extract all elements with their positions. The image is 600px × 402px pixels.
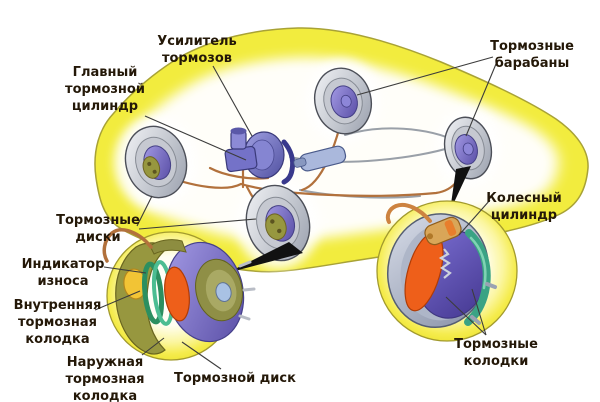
pointer-wear-indicator	[103, 266, 147, 274]
label-line: тормозная	[65, 372, 145, 387]
label-line: Колесный	[486, 191, 562, 206]
pointer-outer-pad	[141, 337, 165, 356]
center-cap	[215, 282, 232, 303]
pointer-brake-disc	[181, 341, 222, 370]
wheel-studs	[238, 260, 256, 321]
label-wear-indicator: Индикатор износа	[3, 256, 123, 290]
label-line: Наружная	[66, 355, 144, 370]
master-cylinder	[224, 145, 258, 173]
label-line: колодка	[72, 389, 138, 402]
label-line: Тормозные	[56, 213, 140, 228]
pointer-drum-left	[356, 56, 494, 96]
pedal-lever	[281, 139, 296, 185]
brake-booster-assembly	[224, 127, 347, 185]
label-line: цилиндр	[490, 208, 558, 223]
label-line: Тормозные	[454, 337, 538, 352]
disc-brake-inset	[102, 228, 256, 361]
label-line: Индикатор	[21, 257, 105, 272]
zoom-wedge-left	[227, 242, 303, 273]
label-master-cylinder: Главный тормозной цилиндр	[45, 64, 165, 115]
inner-brake-pad	[141, 261, 165, 325]
label-line: тормозная	[18, 315, 97, 330]
label-line: Внутренняя	[13, 298, 102, 313]
outer-brake-pad	[164, 266, 190, 322]
label-line: Усилитель	[157, 34, 237, 49]
brake-shoe-right	[464, 229, 491, 326]
label-line: колодка	[25, 332, 90, 347]
label-line: Тормозные	[490, 39, 574, 54]
pointer-inner-pad	[94, 290, 141, 311]
label-brake-discs: Тормозные диски	[38, 212, 158, 246]
label-line: износа	[37, 274, 89, 289]
pointer-disc-front-right	[138, 218, 257, 230]
zoom-wedge-right	[450, 166, 471, 211]
pointer-lines	[94, 56, 497, 370]
label-brake-drums: Тормозные барабаны	[472, 38, 592, 72]
drum-brake-inset	[376, 200, 518, 342]
wheel-rear-left	[313, 67, 373, 135]
label-line: цилиндр	[71, 99, 139, 114]
pointer-shoe-b	[471, 288, 487, 336]
label-brake-booster: Усилитель тормозов	[137, 33, 257, 67]
pointer-wheel-cylinder	[458, 199, 491, 236]
label-line: тормозной	[65, 82, 145, 97]
caliper-bridge	[149, 239, 187, 255]
label-line: тормозов	[161, 51, 233, 66]
wheel-front-left	[124, 125, 188, 199]
brake-hose	[102, 228, 153, 263]
reservoir-cap	[230, 127, 247, 135]
wheel-rear-right	[443, 116, 493, 180]
pointer-master-cylinder	[144, 115, 247, 161]
pointer-booster	[212, 65, 253, 137]
label-outer-pad: Наружная тормозная колодка	[45, 354, 165, 402]
label-brake-shoes: Тормозные колодки	[436, 336, 556, 370]
label-inner-pad: Внутренняя тормозная колодка	[0, 297, 115, 348]
label-line: Главный	[72, 65, 138, 80]
pointer-shoe-a	[445, 296, 487, 336]
brake-pipe	[385, 202, 432, 224]
label-brake-disc: Тормозной диск	[160, 370, 310, 387]
label-line: Тормозной диск	[174, 371, 296, 386]
label-wheel-cylinder: Колесный цилиндр	[464, 190, 584, 224]
wheel-cylinder-part	[424, 216, 462, 246]
return-spring	[438, 248, 452, 279]
label-line: барабаны	[494, 56, 570, 71]
label-line: диски	[75, 230, 121, 245]
pointer-drum-right	[465, 63, 497, 137]
label-line: колодки	[463, 354, 529, 369]
pressure-valve	[293, 145, 347, 172]
wheel-front-right	[245, 184, 311, 262]
pointer-disc-front-left	[136, 195, 153, 227]
